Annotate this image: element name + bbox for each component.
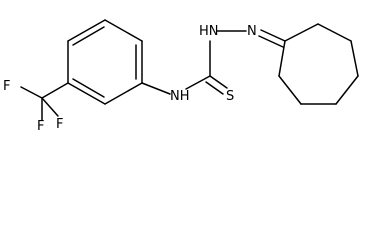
- atom-f3: F: [56, 117, 63, 131]
- atom-nh: NH: [170, 89, 190, 104]
- bond-n-c-2: [258, 35, 284, 48]
- bond-c-f3: [41, 97, 59, 117]
- bond-cyc-7: [284, 23, 319, 42]
- bond-ring-5-inner: [72, 78, 105, 98]
- bond-c-f1: [20, 86, 43, 99]
- chemical-structure: F F F NH HN N S: [3, 19, 359, 131]
- atom-hn: HN: [199, 24, 219, 39]
- bond-ring-1-inner: [72, 26, 105, 46]
- bond-ring-cf3: [41, 82, 69, 99]
- bond-ring-4: [104, 82, 143, 105]
- atom-f1: F: [3, 79, 10, 94]
- bond-ring-2: [104, 19, 143, 42]
- atom-s: S: [226, 89, 234, 104]
- bond-cyc-2: [278, 75, 302, 105]
- atom-f2: F: [37, 119, 44, 131]
- bond-cyc-6: [317, 23, 352, 42]
- bond-n-c-1: [260, 29, 286, 42]
- bond-ring-nh: [141, 82, 171, 95]
- bond-nh-c: [185, 75, 211, 90]
- bonds: [20, 19, 359, 121]
- bond-ring-5: [67, 82, 106, 105]
- bond-cyc-5: [350, 40, 359, 77]
- bond-ring-1: [67, 19, 106, 42]
- bond-c-s-1: [209, 75, 228, 89]
- bond-cyc-4: [335, 75, 359, 105]
- atom-n: N: [247, 24, 257, 39]
- bond-c-s-2: [205, 81, 224, 95]
- bond-cyc-1: [278, 40, 286, 77]
- atom-labels: F F F NH HN N S: [3, 24, 257, 131]
